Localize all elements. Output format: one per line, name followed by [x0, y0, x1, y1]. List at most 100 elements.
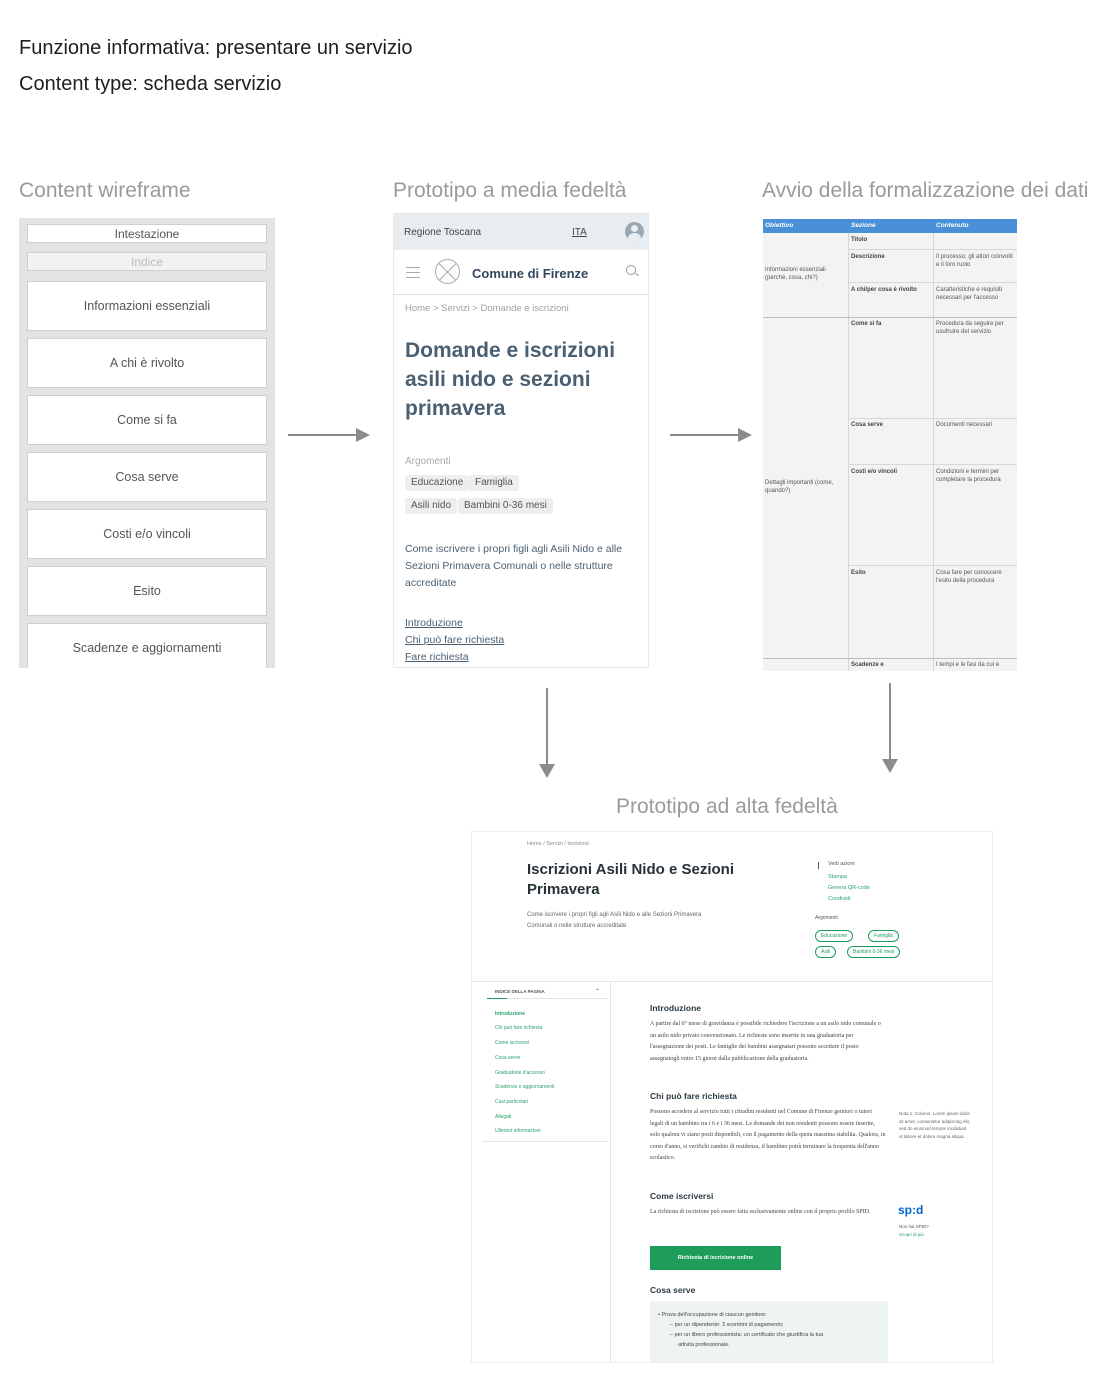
wireframe-block: Esito — [27, 566, 267, 616]
region-label: Regione Toscana — [404, 226, 482, 238]
topic-chip[interactable]: Bambini 0-36 mesi — [847, 946, 901, 958]
side-note: Nota 1. Coluros. Lorem ipsum dolor sit a… — [899, 1111, 971, 1139]
online-application-button[interactable]: Richiesta di iscrizione online — [650, 1246, 781, 1270]
index-item[interactable]: Cosa serve — [495, 1055, 521, 1061]
table-body — [763, 233, 1017, 671]
share-action[interactable]: Condividi — [828, 896, 851, 902]
wireframe-block: Informazioni essenziali — [27, 281, 267, 331]
page-title: Domande e iscrizioni asili nido e sezion… — [405, 339, 616, 420]
table-content-cell: I tempi e le fasi da cui è — [936, 662, 1000, 668]
data-formalization-title: Avvio della formalizzazione dei dati — [762, 179, 1089, 202]
row-divider — [848, 565, 1017, 566]
row-divider — [848, 464, 1017, 465]
index-item[interactable]: Come iscriversi — [495, 1040, 530, 1046]
topic-chip[interactable]: Asili — [815, 946, 837, 958]
section-heading: Chi può fare richiesta — [650, 1091, 737, 1101]
table-group-label: Informazioni essenziali (perché, cosa, c… — [765, 267, 826, 281]
group-divider — [763, 658, 1017, 659]
arrow-wireframe-to-medium — [288, 428, 370, 442]
topic-chip[interactable]: Famiglia — [469, 475, 519, 491]
table-content-cell: Condizioni e termini per completare la p… — [936, 469, 1001, 483]
table-header-cell: Contenuto — [936, 222, 969, 229]
row-divider — [848, 282, 1017, 283]
topic-chip[interactable]: Asili nido — [405, 498, 458, 514]
sidebar-divider — [610, 982, 611, 1362]
index-link[interactable]: Chi può fare richiesta — [405, 634, 505, 646]
topic-chip[interactable]: Educazione — [815, 930, 854, 942]
header-divider — [472, 981, 992, 982]
qr-code-action[interactable]: Genera QR-code — [828, 885, 870, 891]
row-divider — [848, 418, 1017, 419]
wireframe-block: A chi è rivolto — [27, 338, 267, 388]
index-item[interactable]: Introduzione — [495, 1011, 525, 1017]
index-item[interactable]: Allegati — [495, 1114, 512, 1120]
column-divider — [848, 233, 849, 671]
index-bottom-divider — [482, 1141, 609, 1142]
index-progress-track — [487, 998, 609, 999]
table-header-cell: Sezione — [851, 222, 876, 229]
index-item[interactable]: Casi particolari — [495, 1099, 529, 1105]
topics-label: Argomenti — [405, 456, 451, 467]
data-formalization-table: Obiettivo Sezione Contenuto Informazioni… — [763, 219, 1017, 671]
language-link[interactable]: ITA — [572, 227, 587, 238]
see-actions-label[interactable]: Vedi azioni — [828, 861, 855, 867]
column-divider — [933, 233, 934, 671]
content-wireframe: Intestazione Indice Informazioni essenzi… — [19, 218, 275, 668]
topic-chip[interactable]: Bambini 0-36 mesi — [458, 498, 553, 514]
high-prototype-title: Prototipo ad alta fedeltà — [616, 795, 838, 818]
wireframe-index-block: Indice — [27, 252, 267, 271]
index-progress-fill — [487, 998, 507, 999]
section-heading: Come iscriversi — [650, 1191, 714, 1201]
section-paragraph: A partire dal 6° mese di gravidanza è po… — [650, 1021, 881, 1062]
requirement-item: attività professionale. — [678, 1342, 730, 1348]
table-header: Obiettivo Sezione Contenuto — [763, 219, 1017, 233]
service-description: Come iscrivere i propri figli agli Asili… — [405, 543, 623, 589]
topic-chip[interactable]: Educazione — [405, 475, 470, 491]
section-paragraph: La richiesta di iscrizione può essere fa… — [650, 1209, 871, 1215]
topic-chip[interactable]: Famiglia — [868, 930, 899, 942]
table-section-cell: Descrizione — [851, 254, 885, 260]
collapse-chevron-icon[interactable]: ⌃ — [595, 989, 601, 995]
content-type-line: Content type: scheda servizio — [19, 73, 282, 95]
table-header-cell: Obiettivo — [765, 222, 794, 229]
index-link[interactable]: Introduzione — [405, 617, 463, 629]
table-content-cell: Procedura da seguire per usufruire del s… — [936, 321, 1004, 335]
arrow-medium-to-high — [539, 688, 555, 778]
index-item[interactable]: Ulteriori informazioni — [495, 1128, 541, 1134]
spid-learn-more-link[interactable]: Scopri di più — [899, 1232, 924, 1237]
table-section-cell: Esito — [851, 570, 866, 576]
index-item[interactable]: Chi può fare richiesta — [495, 1025, 543, 1031]
logo-placeholder-icon — [435, 259, 460, 284]
index-item[interactable]: Scadenze e aggiornamenti — [495, 1084, 555, 1090]
row-divider — [848, 249, 1017, 250]
index-link[interactable]: Fare richiesta — [405, 651, 469, 663]
wireframe-title: Content wireframe — [19, 179, 191, 202]
comune-name[interactable]: Comune di Firenze — [472, 266, 589, 281]
print-action[interactable]: Stampa — [828, 874, 847, 880]
table-section-cell: Come si fa — [851, 321, 882, 327]
table-content-cell: Cosa fare per conoscere l'esito della pr… — [936, 570, 1002, 584]
table-group-label: Dettagli importanti (come, quando?) — [765, 480, 834, 494]
breadcrumb[interactable]: Home / Servizi / Iscrizioni — [527, 841, 589, 847]
user-avatar-icon[interactable] — [625, 222, 644, 241]
spid-question: Non hai SPID? — [899, 1224, 929, 1229]
index-item[interactable]: Graduatorie d'accesso — [495, 1070, 545, 1076]
arrow-data-to-high — [882, 683, 898, 773]
table-content-cell: Documenti necessari — [936, 422, 993, 428]
wireframe-block: Come si fa — [27, 395, 267, 445]
page-index-title: INDICE DELLA PAGINA — [495, 989, 545, 994]
search-icon[interactable] — [626, 265, 636, 275]
wireframe-header-block: Intestazione — [27, 224, 267, 243]
wireframe-block: Costi e/o vincoli — [27, 509, 267, 559]
spid-logo: sp:d — [898, 1203, 924, 1217]
medium-fidelity-prototype: Regione Toscana ITA Comune di Firenze Ho… — [393, 213, 649, 668]
breadcrumb[interactable]: Home > Servizi > Domande e iscrizioni — [405, 303, 569, 314]
hamburger-menu-icon[interactable] — [406, 267, 420, 278]
table-section-cell: Scadenze e — [851, 662, 884, 668]
table-section-cell: Titolo — [851, 237, 868, 243]
section-heading: Cosa serve — [650, 1285, 696, 1295]
section-paragraph: Possono accedere al servizio tutti i cit… — [650, 1109, 886, 1162]
table-section-cell: Costi e/o vincoli — [851, 469, 898, 475]
group-divider — [763, 317, 1017, 318]
requirement-item: – per un libero professionista: un certi… — [670, 1332, 824, 1338]
